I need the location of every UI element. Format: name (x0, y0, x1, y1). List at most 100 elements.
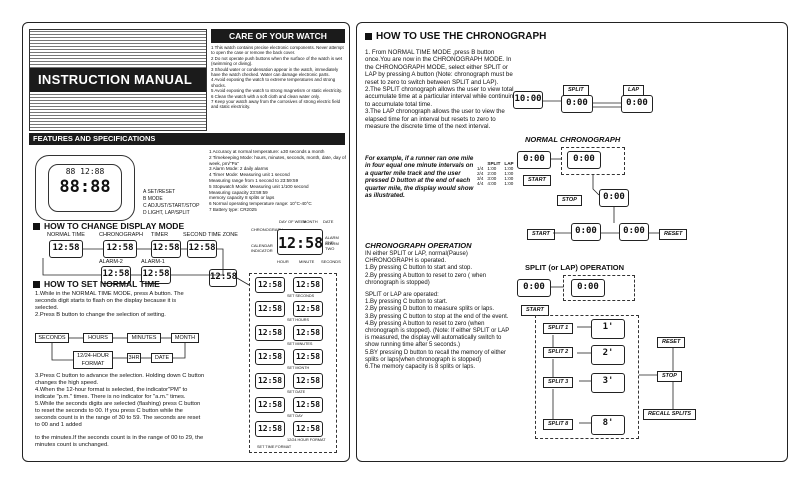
step-item: to the minutes.If the seconds count is i… (35, 435, 204, 448)
table-row: SPLIT LAP (475, 161, 516, 166)
setting-sequence-box (249, 273, 337, 453)
lcd-set-month: 12:58 (255, 349, 285, 365)
set-label: SET TIME FORMAT (257, 445, 292, 449)
spec-item: 7 Battery type: CR2025 (209, 206, 257, 212)
spec-item: 5 Stopwatch Mode: Measuring unit 1/100 s… (209, 183, 309, 189)
lcd-split: 0:00 (561, 95, 593, 113)
table-header: SPLIT (487, 161, 501, 166)
care-title: CARE OF YOUR WATCH (211, 29, 345, 43)
display-label: HOUR (277, 259, 289, 264)
normal-running-box (561, 147, 625, 175)
chrono-title: HOW TO USE THE CHRONOGRAPH (376, 31, 547, 42)
op-item: 3.By pressing C button to stop at the en… (365, 313, 509, 320)
lcd-set-minutes-b: 12:58 (293, 325, 323, 341)
mode-label: ALARM-2 (99, 259, 123, 265)
lcd-chronograph: 12:58 (103, 240, 137, 258)
legend-item: A SET/RESET (143, 189, 176, 195)
lcd-alarm-2: 12:58 (101, 266, 131, 284)
stop-button[interactable]: STOP (557, 195, 582, 206)
care-item: 2 Do not operate push buttons when the s… (211, 55, 343, 67)
display-label: ALARM ONE (325, 235, 339, 245)
change-mode-title: HOW TO CHANGE DISPLAY MODE (44, 221, 185, 231)
set-label: SET SECONDS (287, 294, 315, 298)
op-item: 2.By pressing A button to reset to zero … (365, 272, 487, 286)
chrono-example: For example, if a runner ran one mile in… (365, 155, 474, 200)
display-label: DAY OF WEEK (279, 219, 307, 224)
op-item: 1.By pressing C button to start. (365, 299, 448, 306)
watch-display: 88 12:88 88:88 (48, 164, 122, 212)
lcd-normal-2: 0:00 (567, 151, 601, 169)
recall-splits-button[interactable]: RECALL SPLITS (643, 409, 696, 420)
bullet-square-icon (33, 223, 40, 231)
split-stop-button[interactable]: STOP (657, 371, 682, 382)
features-title: FEATURES AND SPECIFICATIONS (29, 133, 345, 145)
flow-seconds: SECONDS (35, 333, 69, 343)
step-item: 4.When the 12-hour format is selected, t… (35, 387, 188, 400)
lcd-set-hours-b: 12:58 (293, 301, 323, 317)
lcd-set-day: 12:58 (255, 397, 285, 413)
legend-item: D LIGHT, LAP/SPLIT (143, 210, 190, 216)
op-item: 2.By pressing D button to measure splits… (365, 306, 495, 313)
chrono-steps: 1. From NORMAL TIME MODE ,press B button… (365, 49, 517, 130)
care-list: 1 This watch contains precise electronic… (211, 45, 345, 110)
op-title: CHRONOGRAPH OPERATION (365, 241, 472, 250)
mode-label: SECOND TIME ZONE (183, 232, 238, 238)
bullet-square-icon (365, 32, 372, 40)
op-item: IN either SPLIT or LAP, normal(Pause) CH… (365, 251, 468, 265)
split-box: SPLIT 8 (543, 419, 574, 430)
care-item: 7 Keep your watch away from the corrosiv… (211, 99, 341, 110)
start-button[interactable]: START (523, 175, 551, 186)
lcd-set-hours: 12:58 (255, 301, 285, 317)
left-panel: INSTRUCTION MANUAL CARE OF YOUR WATCH 1 … (22, 22, 350, 462)
set-label: SET DAY (287, 414, 303, 418)
flow-date: DATE (151, 353, 173, 363)
split-start-button[interactable]: START (521, 305, 549, 316)
lcd-set-month-b: 12:58 (293, 349, 323, 365)
spec-item: Measuring range from 1 second to 23:59:5… (209, 177, 299, 183)
set-label: SET DATE (287, 390, 306, 394)
lcd-normal-restart: 0:00 (571, 223, 601, 241)
care-item: 5 Avoid exposing the watch to strong mag… (211, 88, 343, 94)
step-item: 1.While in the NORMAL TIME MODE, press A… (35, 291, 184, 311)
lcd-alarm-1: 12:58 (141, 266, 171, 284)
mode-label: NORMAL TIME (47, 232, 85, 238)
step-item: 3.Press C button to advance the selectio… (35, 373, 205, 386)
care-item: 4 Avoid exposing the watch to extreme te… (211, 77, 336, 88)
flow-3hr: 3HR (127, 353, 141, 363)
spec-item: 1 Accuracy at normal temperature: ±30 se… (209, 149, 325, 154)
table-cell: 3:00 (487, 176, 497, 181)
step-item: 3.The LAP chronograph allows the user to… (365, 108, 505, 131)
set-normal-steps: 1.While in the NORMAL TIME MODE, press A… (35, 291, 199, 319)
lcd-big-display: 12:58 (277, 229, 323, 255)
display-label: MINUTE (299, 259, 315, 264)
change-mode-heading: HOW TO CHANGE DISPLAY MODE (33, 221, 184, 231)
set-normal-steps-2: 3.Press C button to advance the selectio… (35, 373, 205, 449)
spec-item: 6 Normal operating temperature range: 10… (209, 201, 312, 207)
chrono-heading: HOW TO USE THE CHRONOGRAPH (365, 31, 546, 42)
spec-item: 2 Timekeeping Mode: hours, minutes, seco… (209, 154, 346, 166)
table-cell: 1:00 (504, 166, 514, 171)
op-item: 4.By pressing A button to reset to zero … (365, 320, 510, 349)
table-cell: 2/4 (477, 171, 484, 176)
op-item: 1.By pressing C button to start and stop… (365, 265, 473, 272)
lcd-set-date-b: 12:58 (293, 373, 323, 389)
button-legend: A SET/RESET B MODE C ADJUST/START/STOP D… (143, 189, 199, 217)
reset-button[interactable]: RESET (659, 229, 688, 240)
lcd-set-format: 12:58 (255, 421, 285, 437)
step-item: 2.The SPLIT chronograph allows the user … (365, 86, 517, 108)
split-reset-button[interactable]: RESET (657, 337, 686, 348)
lcd-set-date: 12:58 (255, 373, 285, 389)
split-box: SPLIT 3 (543, 377, 574, 388)
split-op-title: SPLIT (or LAP) OPERATION (525, 263, 625, 272)
spec-item: 3 Alarm Mode: 2 daily alarms (209, 166, 269, 172)
start-button-2[interactable]: START (527, 229, 555, 240)
table-cell: 3/4 (477, 176, 484, 181)
spec-item: 4 Timer Mode: Measuring unit 1 second (209, 172, 290, 178)
split-memory-box (535, 315, 639, 439)
lcd-lap: 0:00 (621, 95, 653, 113)
lcd-split-start: 0:00 (517, 279, 551, 297)
cover-graphic: INSTRUCTION MANUAL (29, 29, 207, 131)
